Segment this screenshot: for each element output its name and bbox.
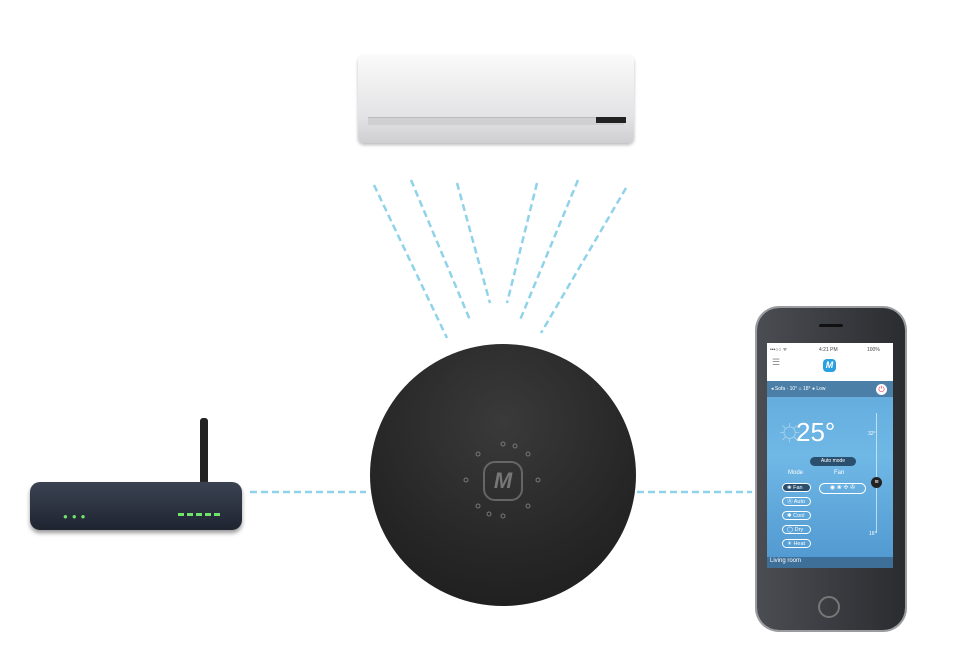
status-carrier: •••○○ ᯤ: [770, 347, 788, 353]
smart-hub: M: [370, 344, 636, 606]
room-name[interactable]: Living room: [770, 558, 802, 564]
beam-line: [372, 184, 449, 339]
status-time: 4:21 PM: [819, 347, 838, 353]
router-antenna: [200, 418, 208, 490]
beam-line: [539, 187, 628, 334]
ac-vent: [368, 117, 624, 125]
location-info: ◂ Sofa · 10° ⌂ 18° ● Low: [771, 386, 826, 392]
mode-heat[interactable]: ☀ Heat: [782, 539, 811, 548]
beam-line: [505, 182, 539, 304]
menu-icon[interactable]: ☰: [772, 357, 781, 367]
mode-dry[interactable]: ◯ Dry: [782, 525, 811, 534]
slider-max: 32°: [868, 431, 876, 437]
beam-line: [409, 179, 472, 321]
wifi-router: ●●●: [30, 482, 242, 530]
temperature-slider-handle[interactable]: ≡: [871, 477, 882, 488]
hub-logo: M: [493, 468, 513, 493]
app-logo: M: [823, 359, 836, 372]
hub-logo-icon: M: [483, 461, 523, 501]
mode-label: Mode: [788, 470, 804, 476]
mode-auto[interactable]: Ⓐ Auto: [782, 497, 811, 506]
app-screen: •••○○ ᯤ 4:21 PM 100% ☰ M ◂ Sofa · 10° ⌂ …: [767, 343, 893, 568]
earpiece: [819, 324, 843, 327]
sun-icon: ☼: [775, 411, 805, 447]
fan-label: Fan: [834, 470, 845, 476]
temperature-slider-track[interactable]: [876, 413, 877, 533]
beam-line: [455, 182, 492, 304]
status-battery: 100%: [867, 347, 880, 353]
beam-line: [518, 179, 580, 321]
hub-led-ring: [463, 441, 541, 519]
ac-display: [596, 117, 626, 123]
fan-speed-selector[interactable]: ◉ ❀ ✣ ✇: [819, 483, 866, 494]
home-button[interactable]: [818, 596, 840, 618]
router-leds: [178, 513, 220, 519]
mode-fan[interactable]: ❀ Fan: [782, 483, 811, 492]
air-conditioner: [358, 55, 634, 143]
power-button[interactable]: ⏻: [876, 384, 887, 395]
temperature: 25°: [796, 417, 836, 447]
router-leds: ●●●: [63, 512, 90, 521]
mode-cool[interactable]: ✱ Cool: [782, 511, 811, 520]
app-header: •••○○ ᯤ 4:21 PM 100% ☰ M: [767, 343, 893, 381]
auto-mode-button[interactable]: Auto mode: [810, 457, 856, 466]
slider-min: 16°: [869, 531, 877, 537]
